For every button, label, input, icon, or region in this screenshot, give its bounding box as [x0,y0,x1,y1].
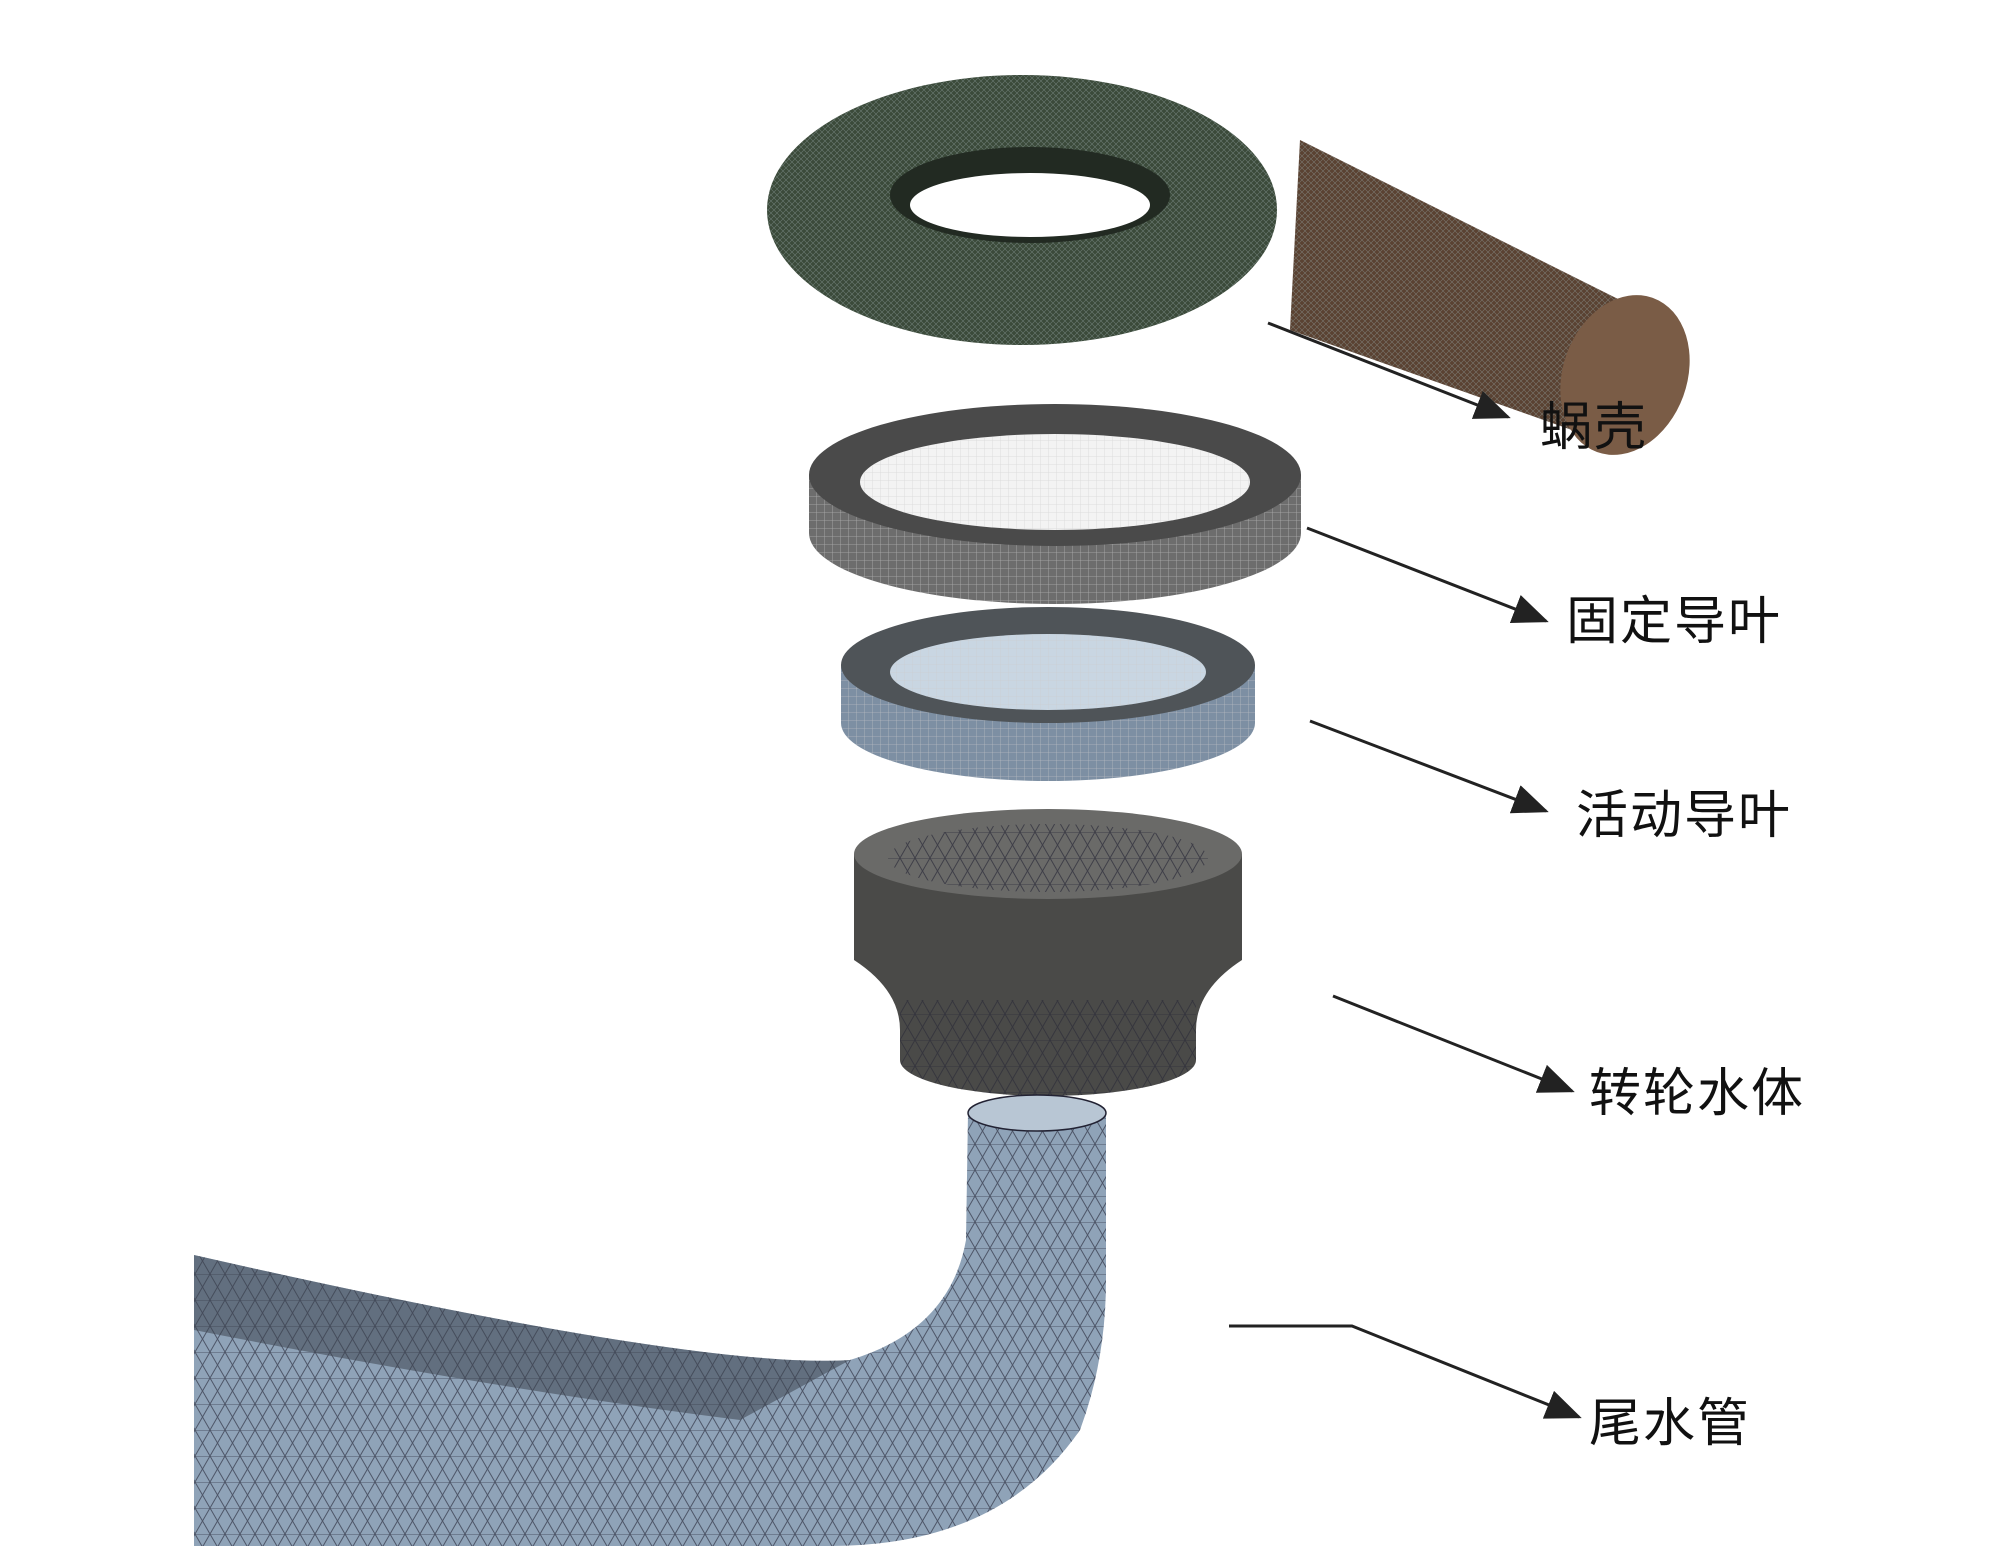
volute-arrow [1267,321,1511,419]
stay-vane-arrow [1306,526,1549,624]
stay-vane-label: 固定导叶 [1566,592,1783,652]
runner-label: 转轮水体 [1589,1064,1806,1124]
guide-vane-arrow [1309,719,1549,814]
draft-tube [194,1094,1107,1546]
guide-vane-ring [841,607,1255,781]
draft-tube-arrow [1229,1324,1582,1419]
stay-vane-ring [809,404,1301,604]
runner [854,809,1242,1096]
volute-label: 蜗壳 [1540,398,1649,458]
guide-vane-label: 活动导叶 [1576,786,1793,846]
volute [767,75,1690,455]
draft-tube-label: 尾水管 [1589,1394,1752,1454]
runner-arrow [1332,994,1575,1093]
